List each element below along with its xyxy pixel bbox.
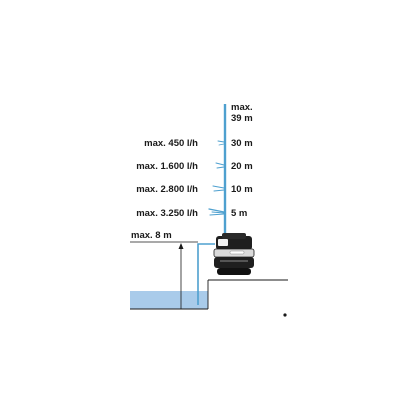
height-label-5m: 5 m (231, 208, 247, 219)
max-height-label-line2: 39 m (231, 113, 253, 124)
flow-label-5m: max. 3.250 l/h (136, 208, 198, 219)
marker-dot (283, 313, 287, 317)
height-label-30m: 30 m (231, 138, 253, 149)
garden-pump-icon (213, 233, 255, 275)
water-reservoir (130, 291, 208, 309)
max-height-label-line1: max. (231, 102, 253, 113)
suction-height-arrow (130, 241, 198, 309)
flow-label-30m: max. 450 l/h (144, 138, 198, 149)
suction-height-label: max. 8 m (131, 230, 172, 241)
flow-label-20m: max. 1.600 l/h (136, 161, 198, 172)
ground-profile (130, 279, 288, 310)
suction-pipe (197, 243, 215, 305)
height-label-10m: 10 m (231, 184, 253, 195)
flow-label-10m: max. 2.800 l/h (136, 184, 198, 195)
water-spray-icon (208, 140, 225, 216)
height-label-20m: 20 m (231, 161, 253, 172)
